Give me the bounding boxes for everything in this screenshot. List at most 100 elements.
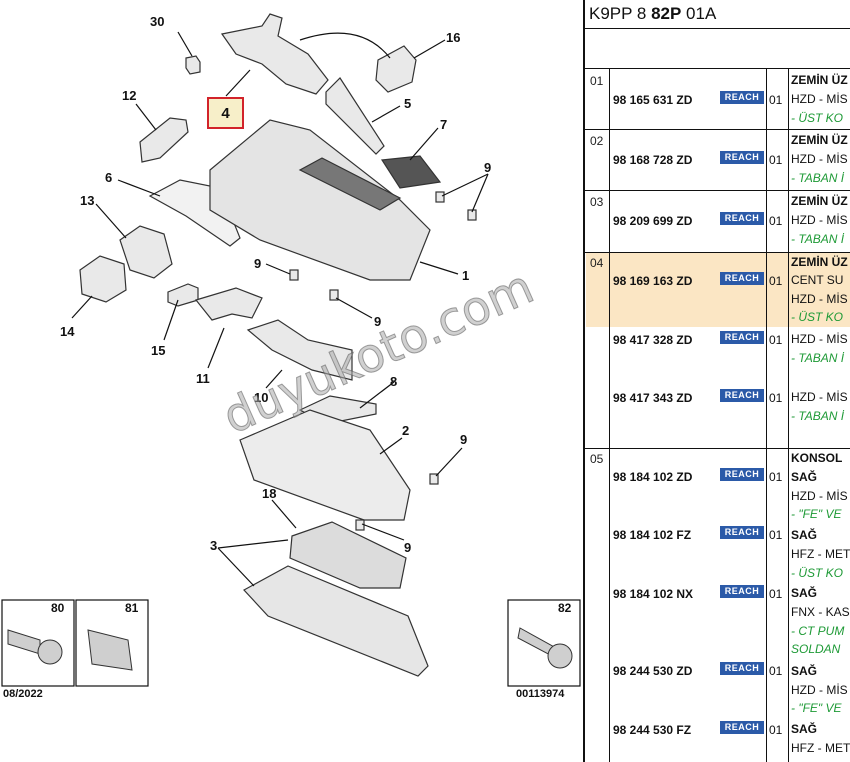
part-13-mechanism [119,225,173,279]
desc-note: - TABAN İ [791,232,845,246]
callout-9-c[interactable]: 9 [374,314,382,329]
part-5-strip [325,77,385,155]
part-12-handle [139,117,189,163]
callout-18[interactable]: 18 [262,486,277,501]
desc-note: - "FE" VE [791,507,842,521]
desc-line: FNX - KAS [791,605,850,619]
quantity: 01 [769,93,783,107]
part-number[interactable]: 98 184 102 ZD [613,470,693,484]
desc-line: SAĞ [791,722,818,736]
part-30-clip [185,55,201,75]
callout-6[interactable]: 6 [105,170,113,185]
panel-subheader [585,29,850,69]
callout-9-e[interactable]: 9 [404,540,412,555]
row-sep [585,129,850,130]
callout-4-label: 4 [221,104,230,122]
diagram-drawing [1,13,581,687]
row-index: 02 [590,134,604,148]
desc-line: KONSOL [791,451,843,465]
part-number[interactable]: 98 184 102 FZ [613,528,692,542]
part-number[interactable]: 98 168 728 ZD [613,153,693,167]
desc-line: HFZ - MET [791,741,850,755]
row-sep [585,448,850,449]
box-80-label[interactable]: 80 [51,601,65,615]
callout-30[interactable]: 30 [150,14,165,29]
callout-14[interactable]: 14 [60,324,75,339]
part-10-duct [246,319,353,381]
reach-badge: REACH [720,151,764,164]
callout-2[interactable]: 2 [402,423,410,438]
part-2-console [239,409,411,521]
part-number[interactable]: 98 417 343 ZD [613,391,693,405]
desc-note: - ÜST KO [791,566,844,580]
callout-15[interactable]: 15 [151,343,166,358]
callout-4-highlighted[interactable]: 4 [207,97,244,129]
reach-badge: REACH [720,721,764,734]
part-number[interactable]: 98 417 328 ZD [613,333,693,347]
desc-note: SOLDAN [791,642,841,656]
desc-line: HZD - MİS [791,683,848,697]
part-number[interactable]: 98 184 102 NX [613,587,694,601]
callout-9-b[interactable]: 9 [254,256,262,271]
callout-11[interactable]: 11 [196,371,210,386]
callout-10[interactable]: 10 [254,390,269,405]
panel-header: K9PP 8 82P 01A [585,0,850,29]
quantity: 01 [769,587,783,601]
desc-note: - ÜST KO [791,111,844,125]
desc-line: HZD - MİS [791,390,848,404]
header-code-pre: K9PP 8 [589,4,652,23]
callout-3[interactable]: 3 [210,538,218,553]
part-16-ring [375,45,417,93]
desc-line: HZD - MİS [791,152,848,166]
row-index: 05 [590,452,604,466]
callout-16[interactable]: 16 [446,30,461,45]
box-81 [75,599,149,687]
part-7-pad [380,155,442,189]
reach-badge: REACH [720,585,764,598]
part-4-bracket [220,13,329,95]
quantity: 01 [769,214,783,228]
desc-line: HZD - MİS [791,292,848,306]
desc-note: - "FE" VE [791,701,842,715]
part-number[interactable]: 98 244 530 FZ [613,723,692,737]
part-15-clip [167,283,199,307]
row-index: 03 [590,195,604,209]
desc-note: - CT PUM [791,624,845,638]
box-82-label[interactable]: 82 [558,601,572,615]
quantity: 01 [769,391,783,405]
col-sep-1 [609,68,610,762]
part-number[interactable]: 98 244 530 ZD [613,664,693,678]
callout-7[interactable]: 7 [440,117,448,132]
part-1-console [209,119,431,281]
part-number[interactable]: 98 209 699 ZD [613,214,693,228]
part-number[interactable]: 98 165 631 ZD [613,93,693,107]
box-81-label[interactable]: 81 [125,601,139,615]
reach-badge: REACH [720,662,764,675]
callout-5[interactable]: 5 [404,96,412,111]
desc-line: ZEMİN ÜZ [791,73,848,87]
quantity: 01 [769,153,783,167]
callout-12[interactable]: 12 [122,88,137,103]
part-14-mechanism [79,255,127,303]
desc-line: SAĞ [791,528,818,542]
clip-81 [87,629,133,671]
box-82 [507,599,581,687]
reach-badge: REACH [720,389,764,402]
row-index: 04 [590,256,604,270]
callout-8[interactable]: 8 [390,374,398,389]
parts-diagram: 30 16 12 4 5 7 6 13 9 9 1 9 14 15 11 10 … [1,13,581,700]
reach-badge: REACH [720,468,764,481]
desc-line: SAĞ [791,470,818,484]
part-number[interactable]: 98 169 163 ZD [613,274,693,288]
header-code-post: 01A [681,4,717,23]
desc-line: HZD - MİS [791,489,848,503]
callout-9-a[interactable]: 9 [484,160,492,175]
parts-list-panel: K9PP 8 82P 01A 01 98 165 631 ZD REACH 01… [583,0,850,762]
callout-13[interactable]: 13 [80,193,95,208]
reach-badge: REACH [720,331,764,344]
callout-1[interactable]: 1 [462,268,470,283]
callout-9-d[interactable]: 9 [460,432,468,447]
row-sep [585,252,850,253]
desc-note: - TABAN İ [791,409,845,423]
desc-note: - ÜST KO [791,310,844,324]
